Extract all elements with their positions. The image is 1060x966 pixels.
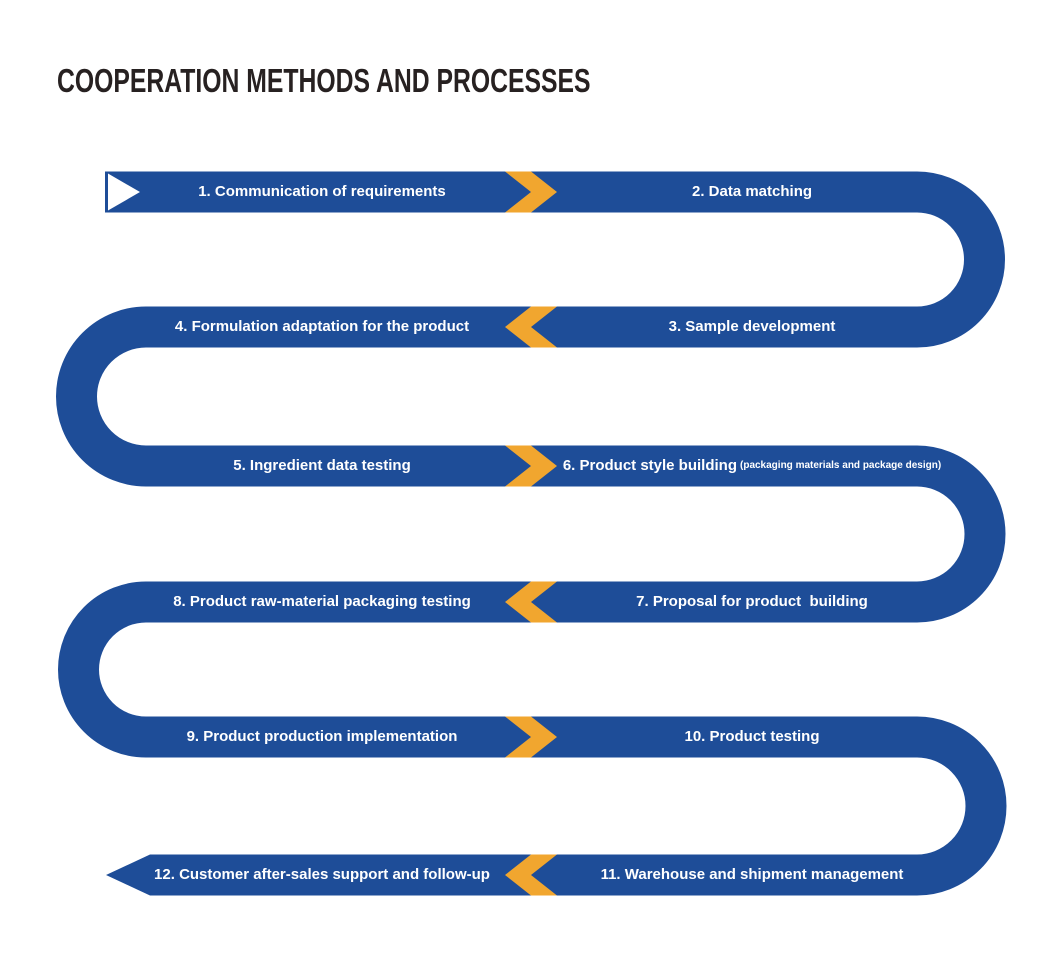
step-label-4: 4. Formulation adaptation for the produc… bbox=[174, 318, 470, 335]
step-label-9: 9. Product production implementation bbox=[186, 728, 458, 745]
step-label-12: 12. Customer after-sales support and fol… bbox=[154, 866, 490, 883]
page-title: COOPERATION METHODS AND PROCESSES bbox=[57, 62, 591, 99]
chevron-right-icon bbox=[505, 445, 557, 487]
chevron-left-icon bbox=[505, 581, 557, 623]
step-label-7: 7. Proposal for product building bbox=[636, 593, 868, 610]
flow-start-notch bbox=[108, 173, 140, 211]
chevron-left-icon bbox=[505, 306, 557, 348]
step-label-3: 3. Sample development bbox=[668, 318, 836, 335]
step-label-2: 2. Data matching bbox=[691, 183, 813, 200]
step-6-note: (packaging materials and package design) bbox=[740, 459, 942, 471]
ribbon-path bbox=[56, 171, 1007, 896]
step-label-8: 8. Product raw-material packaging testin… bbox=[173, 593, 471, 610]
step-label-10: 10. Product testing bbox=[684, 728, 820, 745]
chevron-left-icon bbox=[505, 854, 557, 896]
chevron-right-icon bbox=[505, 171, 557, 213]
chevron-right-icon bbox=[505, 716, 557, 758]
step-label-1: 1. Communication of requirements bbox=[198, 183, 446, 200]
flow-end-arrowhead-icon bbox=[106, 854, 150, 896]
step-label-5: 5. Ingredient data testing bbox=[233, 457, 411, 474]
step-label-11: 11. Warehouse and shipment management bbox=[600, 866, 904, 883]
step-label-6: 6. Product style building(packaging mate… bbox=[562, 457, 942, 474]
